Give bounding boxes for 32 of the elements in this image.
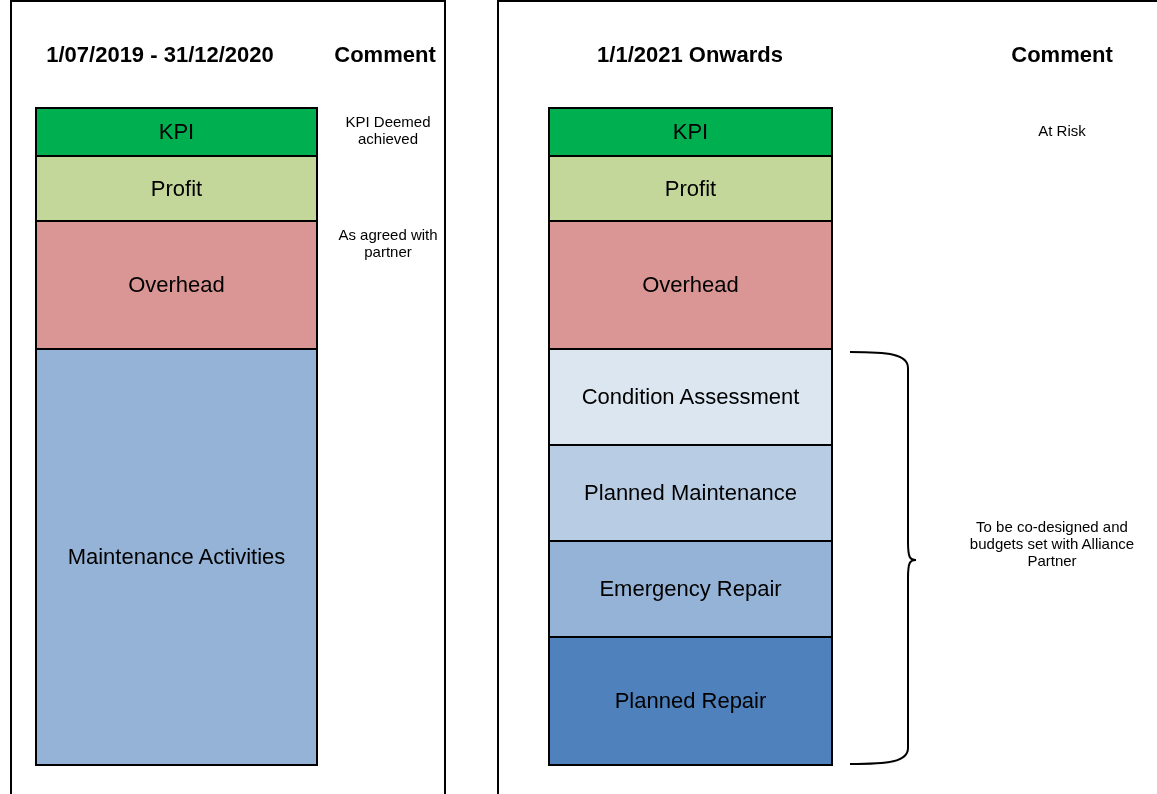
column-heading: 1/1/2021 Onwards <box>597 42 783 68</box>
segment-label: Planned Maintenance <box>584 480 797 506</box>
stack-segment <box>548 348 833 446</box>
stack-segment <box>548 540 833 638</box>
segment-label: Profit <box>664 175 717 202</box>
segment-label: Maintenance Activities <box>67 544 286 570</box>
segment-label: Profit <box>150 175 203 202</box>
panel <box>497 0 1157 794</box>
comment-text: KPI Deemed achieved <box>344 113 432 147</box>
column-heading: 1/07/2019 - 31/12/2020 <box>46 42 274 68</box>
panel <box>10 0 446 794</box>
segment-label: Condition Assessment <box>581 384 800 410</box>
stack-segment <box>35 348 318 766</box>
stack-segment <box>548 636 833 766</box>
stack-segment <box>35 107 318 157</box>
segment-label: KPI <box>672 119 709 145</box>
segment-label: Emergency Repair <box>599 576 782 602</box>
comment-heading: Comment <box>1011 42 1113 68</box>
stack-segment <box>548 107 833 157</box>
stack-segment <box>35 155 318 222</box>
segment-label: Overhead <box>128 272 225 298</box>
segment-label: KPI <box>158 119 195 145</box>
stack-segment <box>548 444 833 542</box>
comment-text: At Risk <box>1037 122 1087 139</box>
bracket-note: To be co-designed and budgets set with Alliance Partner <box>968 518 1136 569</box>
segment-label: Planned Repair <box>614 688 767 714</box>
stack-segment <box>548 220 833 350</box>
segment-label: Overhead <box>642 272 739 298</box>
comment-text: As agreed with partner <box>338 226 438 260</box>
stack-segment <box>548 155 833 222</box>
comment-heading: Comment <box>334 42 436 68</box>
stack-segment <box>35 220 318 350</box>
